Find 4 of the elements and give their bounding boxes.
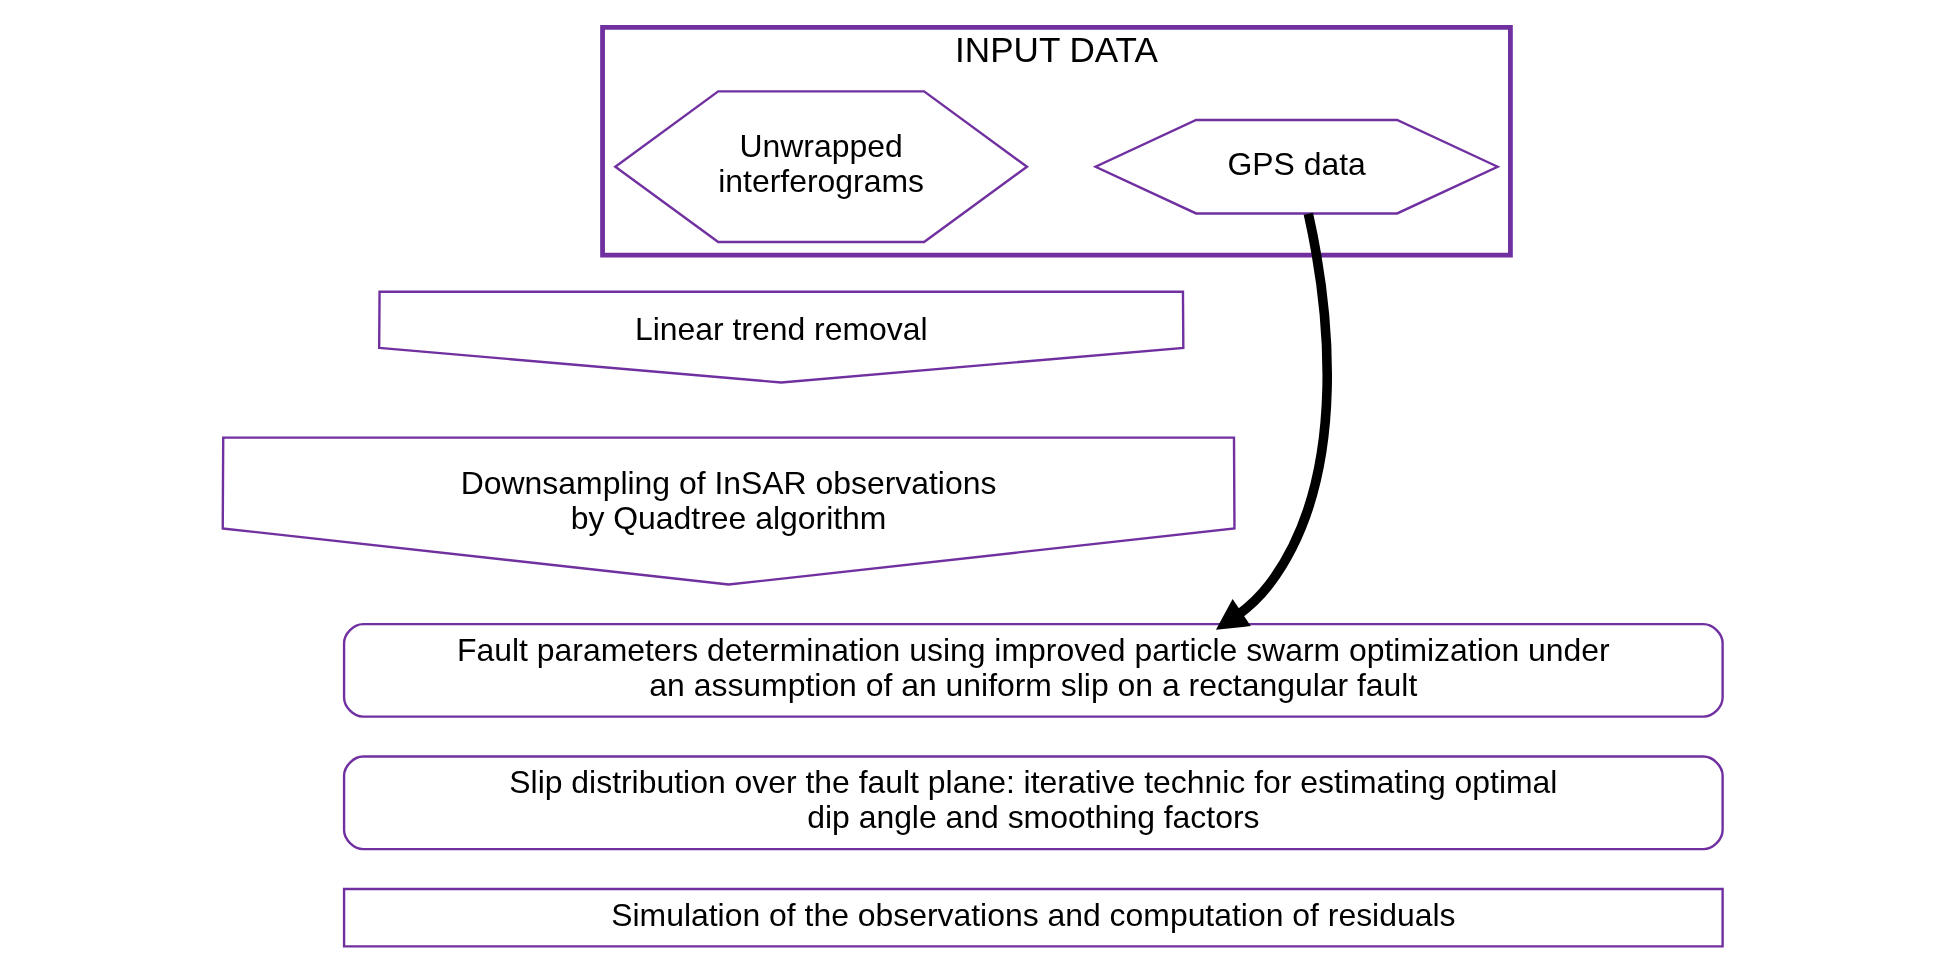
arrow <box>1215 212 1332 630</box>
node-box: Fault parameters determination using improved particle swarm optimization under an assumption of an uniform slip on a rectangular fault <box>342 622 1724 718</box>
node-box: Simulation of the observations and computation of residuals <box>342 887 1724 948</box>
node-box: Slip distribution over the fault plane: iterative technic for estimating optimal dip angle and smoothing factors <box>342 755 1724 851</box>
